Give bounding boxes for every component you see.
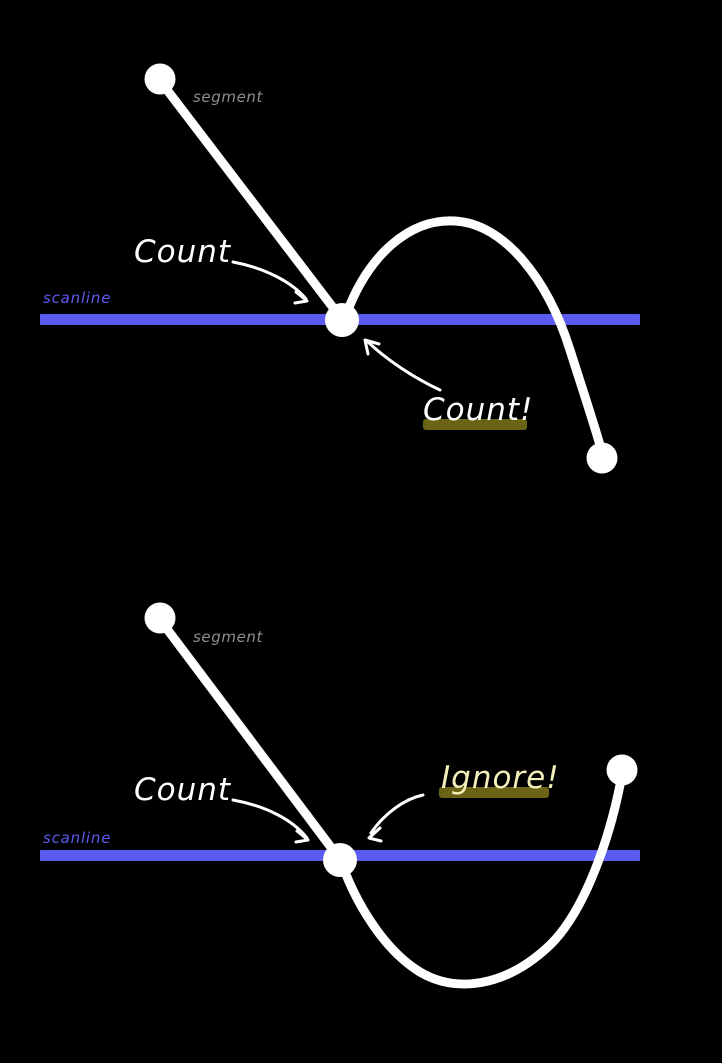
verdict-arrow-top <box>363 338 442 392</box>
intersection-node-bottom <box>323 843 357 877</box>
verdict-text-top: Count! <box>423 392 534 428</box>
segment-label-bottom: segment <box>193 628 263 646</box>
count-arrow-bottom <box>231 798 310 844</box>
segment-stroke-bottom <box>156 616 344 863</box>
segment-stroke-top <box>156 77 346 323</box>
intersection-node-top <box>325 303 359 337</box>
highlight-bar-bottom <box>439 787 549 798</box>
curve-endpoint-dot-top <box>586 442 618 474</box>
scanline-label-top: scanline <box>43 289 112 307</box>
panel-top <box>40 63 640 474</box>
verdict-text-bottom: Ignore! <box>441 760 560 796</box>
highlight-bar-top <box>423 419 527 430</box>
segment-endpoint-dot-bottom <box>144 602 176 634</box>
scanline-label-bottom: scanline <box>43 829 112 847</box>
segment-endpoint-dot-top <box>144 63 176 95</box>
curve-stroke-top <box>341 216 606 454</box>
count-arrow-top <box>231 260 309 305</box>
curve-endpoint-dot-bottom <box>606 754 638 786</box>
verdict-label-top: Count! <box>423 392 534 430</box>
verdict-arrow-bottom <box>367 793 425 843</box>
panel-bottom <box>40 602 640 989</box>
curve-stroke-bottom <box>340 780 625 989</box>
verdict-label-bottom: Ignore! <box>439 760 560 798</box>
count-label-top: Count <box>134 234 232 270</box>
segment-label-top: segment <box>193 88 263 106</box>
count-label-bottom: Count <box>134 772 232 808</box>
